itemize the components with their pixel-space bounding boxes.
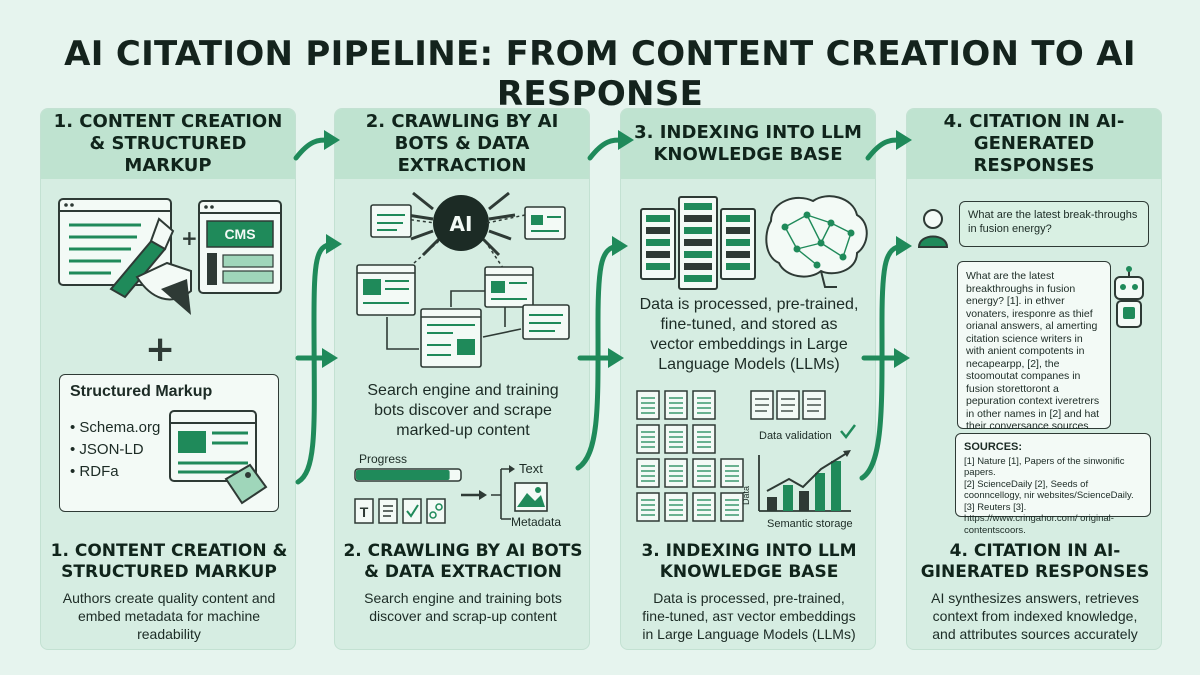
brain-network-icon — [765, 195, 868, 288]
header-arrow-1-2 — [293, 137, 331, 161]
indexing-illustration: Data validation Data Semantic storage — [636, 195, 868, 530]
stage-2-description: Search engine and training bots discover… — [364, 590, 562, 624]
document-icon — [664, 390, 688, 420]
stage-4-description: AI synthesizes answers, retrieves contex… — [931, 590, 1139, 642]
tagged-page-icon — [169, 410, 268, 505]
document-icon — [692, 390, 716, 420]
document-icon — [664, 458, 688, 488]
text-file-icon: T — [354, 498, 374, 524]
markup-title: Structured Markup — [70, 383, 213, 400]
stage-1-panel: 1. CONTENT CREATION & STRUCTURED MARKUP … — [40, 108, 296, 650]
web-page-icon — [420, 308, 482, 368]
output-text-label: Text — [519, 461, 543, 476]
cms-icon: CMS — [198, 200, 282, 294]
document-icon — [636, 492, 660, 522]
plus-large-icon: + — [145, 329, 175, 370]
stage-4-panel: 4. CITATION IN AI-GENERATED RESPONSES Wh… — [906, 108, 1162, 650]
document-icon — [692, 458, 716, 488]
web-page-icon — [370, 204, 412, 238]
ai-bot-spider-icon: AI — [406, 191, 516, 257]
sources-box: SOURCES: [1] Nature [1], Papers of the s… — [955, 433, 1151, 536]
progress-label: Progress — [359, 452, 407, 466]
bot-label: AI — [450, 212, 473, 236]
source-item: [3] Reuters [3]. https://www.cringahor.c… — [964, 501, 1114, 536]
document-icon — [636, 458, 660, 488]
stage-4-subtitle: 4. CITATION IN AI-GINERATED RESPONSES — [920, 541, 1150, 582]
checked-file-icon — [402, 498, 422, 524]
citation-illustration — [917, 209, 1144, 328]
validation-docs-icon — [750, 390, 826, 420]
document-icon — [664, 492, 688, 522]
stage-3-panel: 3. INDEXING INTO LLM KNOWLEDGE BASE — [620, 108, 876, 650]
chat-robot-icon — [1114, 266, 1144, 328]
document-icon — [692, 424, 716, 454]
axis-label: Data — [741, 486, 751, 505]
markup-list: • Schema.org • JSON-LD • RDFa — [70, 417, 160, 483]
bar-chart-icon — [758, 450, 851, 512]
stage-3-subtitle: 3. INDEXING INTO LLM KNOWLEDGE BASE — [641, 541, 857, 582]
server-rack-icon — [678, 196, 718, 290]
stage-2-mid-text: Search engine and training bots discover… — [367, 382, 559, 439]
stage-3-description: Data is processed, pre-trained, fine-tun… — [642, 590, 856, 642]
web-page-icon — [356, 264, 416, 316]
markup-item: • RDFa — [70, 463, 119, 480]
link-file-icon — [426, 498, 446, 524]
stage-3-header: 3. INDEXING INTO LLM KNOWLEDGE BASE — [621, 109, 875, 179]
server-rack-icon — [640, 208, 676, 280]
stage-3-mid-text: Data is processed, pre-trained, fine-tun… — [639, 296, 859, 373]
pen-hand-icon — [109, 217, 192, 315]
document-grid — [636, 390, 744, 522]
stage-4-header: 4. CITATION IN AI-GENERATED RESPONSES — [907, 109, 1161, 179]
web-page-icon — [522, 304, 570, 340]
crawling-illustration: AI — [354, 191, 570, 529]
validation-label: Data validation — [759, 430, 832, 442]
server-rack-icon — [720, 208, 756, 280]
user-question-bubble: What are the latest break-throughs in fu… — [959, 201, 1149, 247]
plus-icon: + — [181, 226, 198, 250]
sources-title: SOURCES: — [964, 441, 1023, 453]
progress-bar — [354, 468, 462, 482]
document-icon — [720, 458, 744, 488]
doc-file-icon — [378, 498, 398, 524]
document-icon — [664, 424, 688, 454]
web-page-icon — [484, 266, 534, 308]
stage-2-header: 2. CRAWLING BY AI BOTS & DATA EXTRACTION — [335, 109, 589, 179]
document-icon — [636, 390, 660, 420]
stage-2-panel: 2. CRAWLING BY AI BOTS & DATA EXTRACTION… — [334, 108, 590, 650]
server-icon — [640, 196, 756, 290]
stage-2-subtitle: 2. CRAWLING BY AI BOTS & DATA EXTRACTION — [343, 541, 583, 582]
stage-1-header: 1. CONTENT CREATION & STRUCTURED MARKUP — [41, 109, 295, 179]
stage-1-subtitle: 1. CONTENT CREATION & STRUCTURED MARKUP — [50, 541, 288, 582]
header-arrow-2-3 — [587, 137, 625, 161]
crawl-arrows — [386, 290, 522, 350]
document-icon — [692, 492, 716, 522]
document-icon — [720, 492, 744, 522]
image-icon — [514, 482, 548, 512]
check-icon — [840, 424, 856, 440]
content-creation-illustration: + CMS + — [58, 198, 282, 370]
flow-arrow-1-2 — [295, 241, 335, 485]
markup-item: • JSON-LD — [70, 441, 144, 458]
page-title: AI CITATION PIPELINE: FROM CONTENT CREAT… — [64, 34, 1136, 114]
document-icon — [636, 424, 660, 454]
storage-label: Semantic storage — [767, 518, 853, 530]
markup-item: • Schema.org — [70, 419, 161, 436]
svg-text:T: T — [360, 504, 369, 520]
web-page-icon — [524, 206, 566, 240]
user-avatar-icon — [917, 209, 949, 248]
source-item: [2] ScienceDaily [2], Seeds of coonncell… — [964, 478, 1134, 502]
source-item: [1] Nature [1], Papers of the sinwonific… — [964, 455, 1125, 479]
cms-label: CMS — [224, 226, 255, 242]
stage-1-description: Authors create quality content and embed… — [62, 590, 276, 642]
structured-markup-box: Structured Markup • Schema.org • JSON-LD… — [59, 374, 279, 512]
ai-answer-box: What are the latest breakthroughs in fus… — [957, 261, 1111, 445]
output-metadata-label: Metadata — [511, 515, 561, 529]
